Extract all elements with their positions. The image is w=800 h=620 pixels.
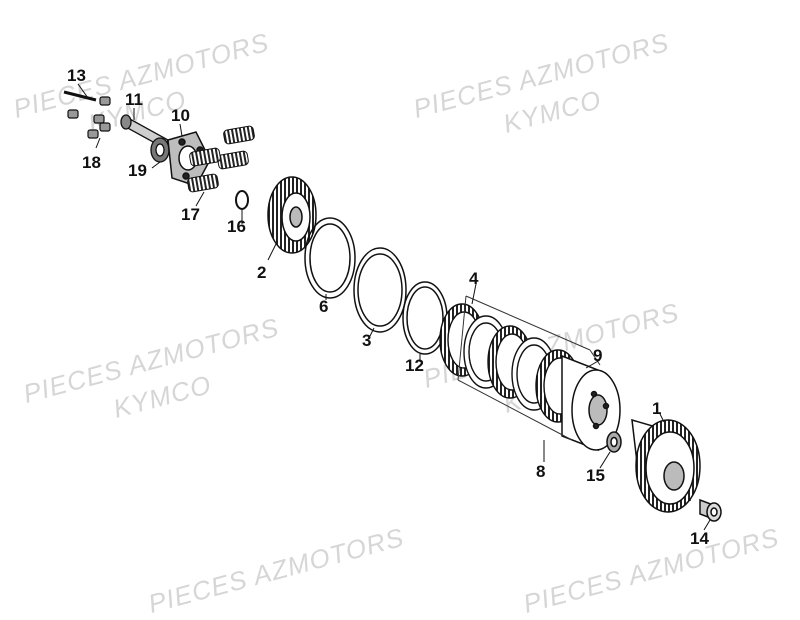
part-number-3: 3 xyxy=(362,331,372,350)
clutch-center-part xyxy=(267,176,317,254)
part-number-8: 8 xyxy=(536,462,546,481)
washer-part xyxy=(606,431,622,453)
part-number-13: 13 xyxy=(67,66,86,85)
disc-stack-part xyxy=(439,303,581,423)
clutch-exploded-diagram: PIECES AZMOTORS KYMCO PIECES AZMOTORS KY… xyxy=(10,27,782,619)
part-number-1: 1 xyxy=(652,399,662,418)
pin-part xyxy=(63,90,97,102)
pressure-plate-part xyxy=(167,131,211,187)
part-number-15: 15 xyxy=(586,466,605,485)
part-number-11: 11 xyxy=(125,90,143,109)
circlip-part xyxy=(235,190,249,210)
clutch-housing-part xyxy=(631,418,701,513)
part-number-2: 2 xyxy=(257,263,267,282)
part-number-12: 12 xyxy=(405,356,424,375)
friction-disc-part xyxy=(304,217,356,299)
part-number-6: 6 xyxy=(319,297,329,316)
springs-part xyxy=(187,125,255,193)
bearing-part xyxy=(150,137,170,163)
bolt-part xyxy=(67,96,111,139)
part-number-17: 17 xyxy=(181,205,200,224)
part-number-10: 10 xyxy=(171,106,190,125)
parts-drawing xyxy=(63,83,722,531)
housing-cover-part xyxy=(561,354,621,452)
part-number-16: 16 xyxy=(227,217,246,236)
part-number-14: 14 xyxy=(690,529,709,548)
clutch-plate-part xyxy=(353,247,407,333)
bushing-part xyxy=(699,498,722,522)
part-number-19: 19 xyxy=(128,161,147,180)
part-number-18: 18 xyxy=(82,153,101,172)
bracket-lines xyxy=(457,295,601,441)
part-number-9: 9 xyxy=(593,346,603,365)
leader-lines xyxy=(77,83,711,531)
part-number-4: 4 xyxy=(469,269,479,288)
